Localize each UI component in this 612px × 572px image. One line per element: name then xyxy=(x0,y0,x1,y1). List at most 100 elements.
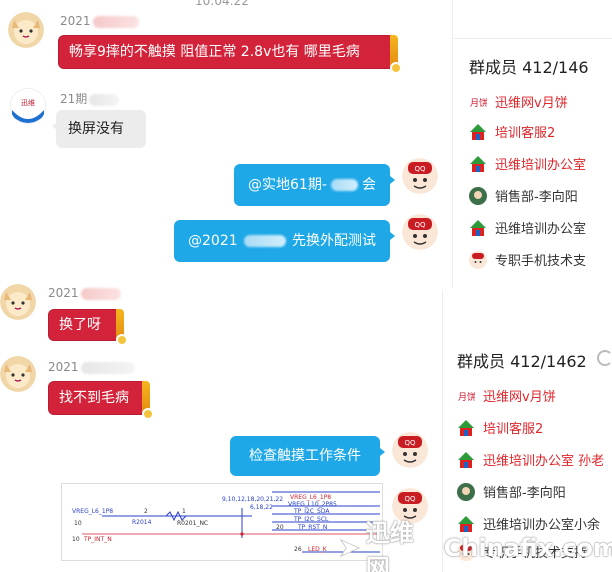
message-text: 换屏没有 xyxy=(68,121,124,137)
schematic-pin: 20 xyxy=(276,524,284,531)
sender-name: 2021 xyxy=(60,14,139,28)
member-item[interactable]: 销售部-李向阳 xyxy=(469,186,578,205)
message-timestamp: 10:04:22 xyxy=(195,0,249,8)
sender-name: 21期 xyxy=(60,90,120,107)
message-text: 换了呀 xyxy=(59,317,101,333)
message-text: @实地61期- xyxy=(248,177,327,193)
qq-avatar[interactable]: QQ xyxy=(392,432,428,468)
message-bubble[interactable]: 换了呀 xyxy=(48,309,128,346)
qq-avatar[interactable]: QQ xyxy=(402,214,438,250)
member-item[interactable]: 培训客服2 xyxy=(457,418,543,437)
watermark: 迅维网 Chinafix.com xyxy=(338,519,612,572)
qq-avatar-icon xyxy=(457,542,475,561)
schematic-pin: 1 xyxy=(182,508,186,515)
member-panel: 群成员 412/1462 月饼 迅维网v月饼 培训客服2 迅维培训办公室 孙老 … xyxy=(442,290,612,572)
member-item[interactable]: 迅维培训办公室 xyxy=(469,218,586,237)
message-bubble[interactable]: 检查触摸工作条件 xyxy=(230,436,385,476)
schematic-label: TP_RST_N xyxy=(298,524,328,531)
schematic-label: TP_I2C_SCL xyxy=(294,516,329,523)
svg-text:QQ: QQ xyxy=(404,439,416,447)
member-item[interactable]: 培训客服2 xyxy=(469,122,555,141)
logo-icon xyxy=(339,538,361,558)
member-count-title: 群成员 412/1462 xyxy=(457,352,587,371)
member-item[interactable]: 专职手机技术支 xyxy=(469,250,586,269)
schematic-pin: 6,18,22 xyxy=(250,504,273,511)
qq-avatar[interactable]: QQ xyxy=(402,158,438,194)
blurred-name xyxy=(92,15,139,28)
qq-avatar-icon xyxy=(469,250,487,269)
mooncake-icon: 月饼 xyxy=(469,93,487,111)
schematic-label: VREG_L6_1P8 xyxy=(290,494,332,501)
message-bubble[interactable]: @实地61期- 会 xyxy=(234,164,395,206)
message-bubble[interactable]: 畅享9摔的不触摸 阻值正常 2.8v也有 哪里毛病 xyxy=(58,35,402,74)
house-icon xyxy=(457,419,475,437)
bubble-tail xyxy=(380,448,385,456)
schematic-label: TP_INT_N xyxy=(84,536,112,543)
svg-text:QQ: QQ xyxy=(414,165,426,173)
cat-avatar[interactable] xyxy=(8,12,44,48)
member-item[interactable]: 迅维培训办公室 孙老 xyxy=(457,450,604,469)
mooncake-icon: 月饼 xyxy=(457,387,475,405)
svg-text:迅维: 迅维 xyxy=(21,98,35,107)
svg-text:月饼: 月饼 xyxy=(458,391,475,403)
member-item[interactable]: 月饼 迅维网v月饼 xyxy=(469,92,568,111)
schematic-drawing xyxy=(82,491,380,553)
message-bubble[interactable]: 找不到毛病 xyxy=(48,381,154,420)
message-text: 找不到毛病 xyxy=(59,390,129,406)
message-text: 会 xyxy=(362,177,376,193)
message-text: 先换外配测试 xyxy=(292,233,376,249)
bubble-tail xyxy=(390,232,395,240)
blurred-mention xyxy=(330,179,358,191)
house-icon xyxy=(469,155,487,173)
blurred-name xyxy=(80,361,135,374)
member-item[interactable]: 迅维培训办公室小余 xyxy=(457,514,600,533)
schematic-pin: 26 xyxy=(294,546,302,553)
group-avatar[interactable]: 迅维 xyxy=(10,88,46,124)
house-icon xyxy=(469,123,487,141)
bubble-tail xyxy=(390,176,395,184)
blurred-name xyxy=(80,287,121,300)
qq-avatar[interactable]: QQ xyxy=(392,488,428,524)
member-item[interactable]: 专职手机技术支持 xyxy=(457,542,587,561)
schematic-label: R0201_NC xyxy=(177,520,209,527)
message-text: @2021 xyxy=(188,233,238,249)
bubble-decoration xyxy=(142,381,150,415)
bubble-badge-icon xyxy=(116,334,128,346)
schematic-pin: 10 xyxy=(74,520,82,527)
schematic-image[interactable]: VREG_L6_1P8 R2014 R0201_NC TP_INT_N VREG… xyxy=(61,483,383,561)
member-count-title: 群成员 412/146 xyxy=(469,58,589,77)
bubble-badge-icon xyxy=(390,62,402,74)
blurred-name xyxy=(89,93,120,106)
schematic-pin: 10 xyxy=(72,536,80,543)
member-item[interactable]: 月饼 迅维网v月饼 xyxy=(457,386,556,405)
svg-text:QQ: QQ xyxy=(414,221,426,229)
user-avatar-icon xyxy=(457,482,475,501)
cat-avatar[interactable] xyxy=(0,356,36,392)
cat-avatar[interactable] xyxy=(0,284,36,320)
house-icon xyxy=(469,219,487,237)
member-panel: 群成员 412/146 月饼 迅维网v月饼 培训客服2 迅维培训办公室 销售部-… xyxy=(452,0,612,288)
bubble-decoration xyxy=(390,35,398,69)
sender-name: 2021 xyxy=(48,286,121,300)
message-text: 畅享9摔的不触摸 阻值正常 2.8v也有 哪里毛病 xyxy=(69,44,360,60)
schematic-note: 9,10,12,18,20,21,22 xyxy=(222,496,284,503)
schematic-label: VREG_L10_2P85 xyxy=(288,501,337,508)
member-item[interactable]: 迅维培训办公室 xyxy=(469,154,586,173)
schematic-label: R2014 xyxy=(132,519,152,526)
schematic-pin: 2 xyxy=(144,508,148,515)
bubble-tail xyxy=(52,122,57,130)
message-bubble[interactable]: @2021 先换外配测试 xyxy=(174,220,395,262)
house-icon xyxy=(457,451,475,469)
schematic-label: VREG_L6_1P8 xyxy=(72,508,114,515)
schematic-label: LED_K xyxy=(308,546,327,553)
blurred-mention xyxy=(243,235,286,247)
member-item[interactable]: 销售部-李向阳 xyxy=(457,482,566,501)
schematic-label: TP_I2C_SDA xyxy=(294,508,330,515)
watermark-en: Chinafix.com xyxy=(443,534,612,562)
message-text: 检查触摸工作条件 xyxy=(249,448,361,464)
message-bubble[interactable]: 换屏没有 xyxy=(52,110,146,148)
divider xyxy=(453,38,612,39)
refresh-icon[interactable] xyxy=(597,350,612,366)
watermark-cn: 迅维网 xyxy=(365,519,414,572)
